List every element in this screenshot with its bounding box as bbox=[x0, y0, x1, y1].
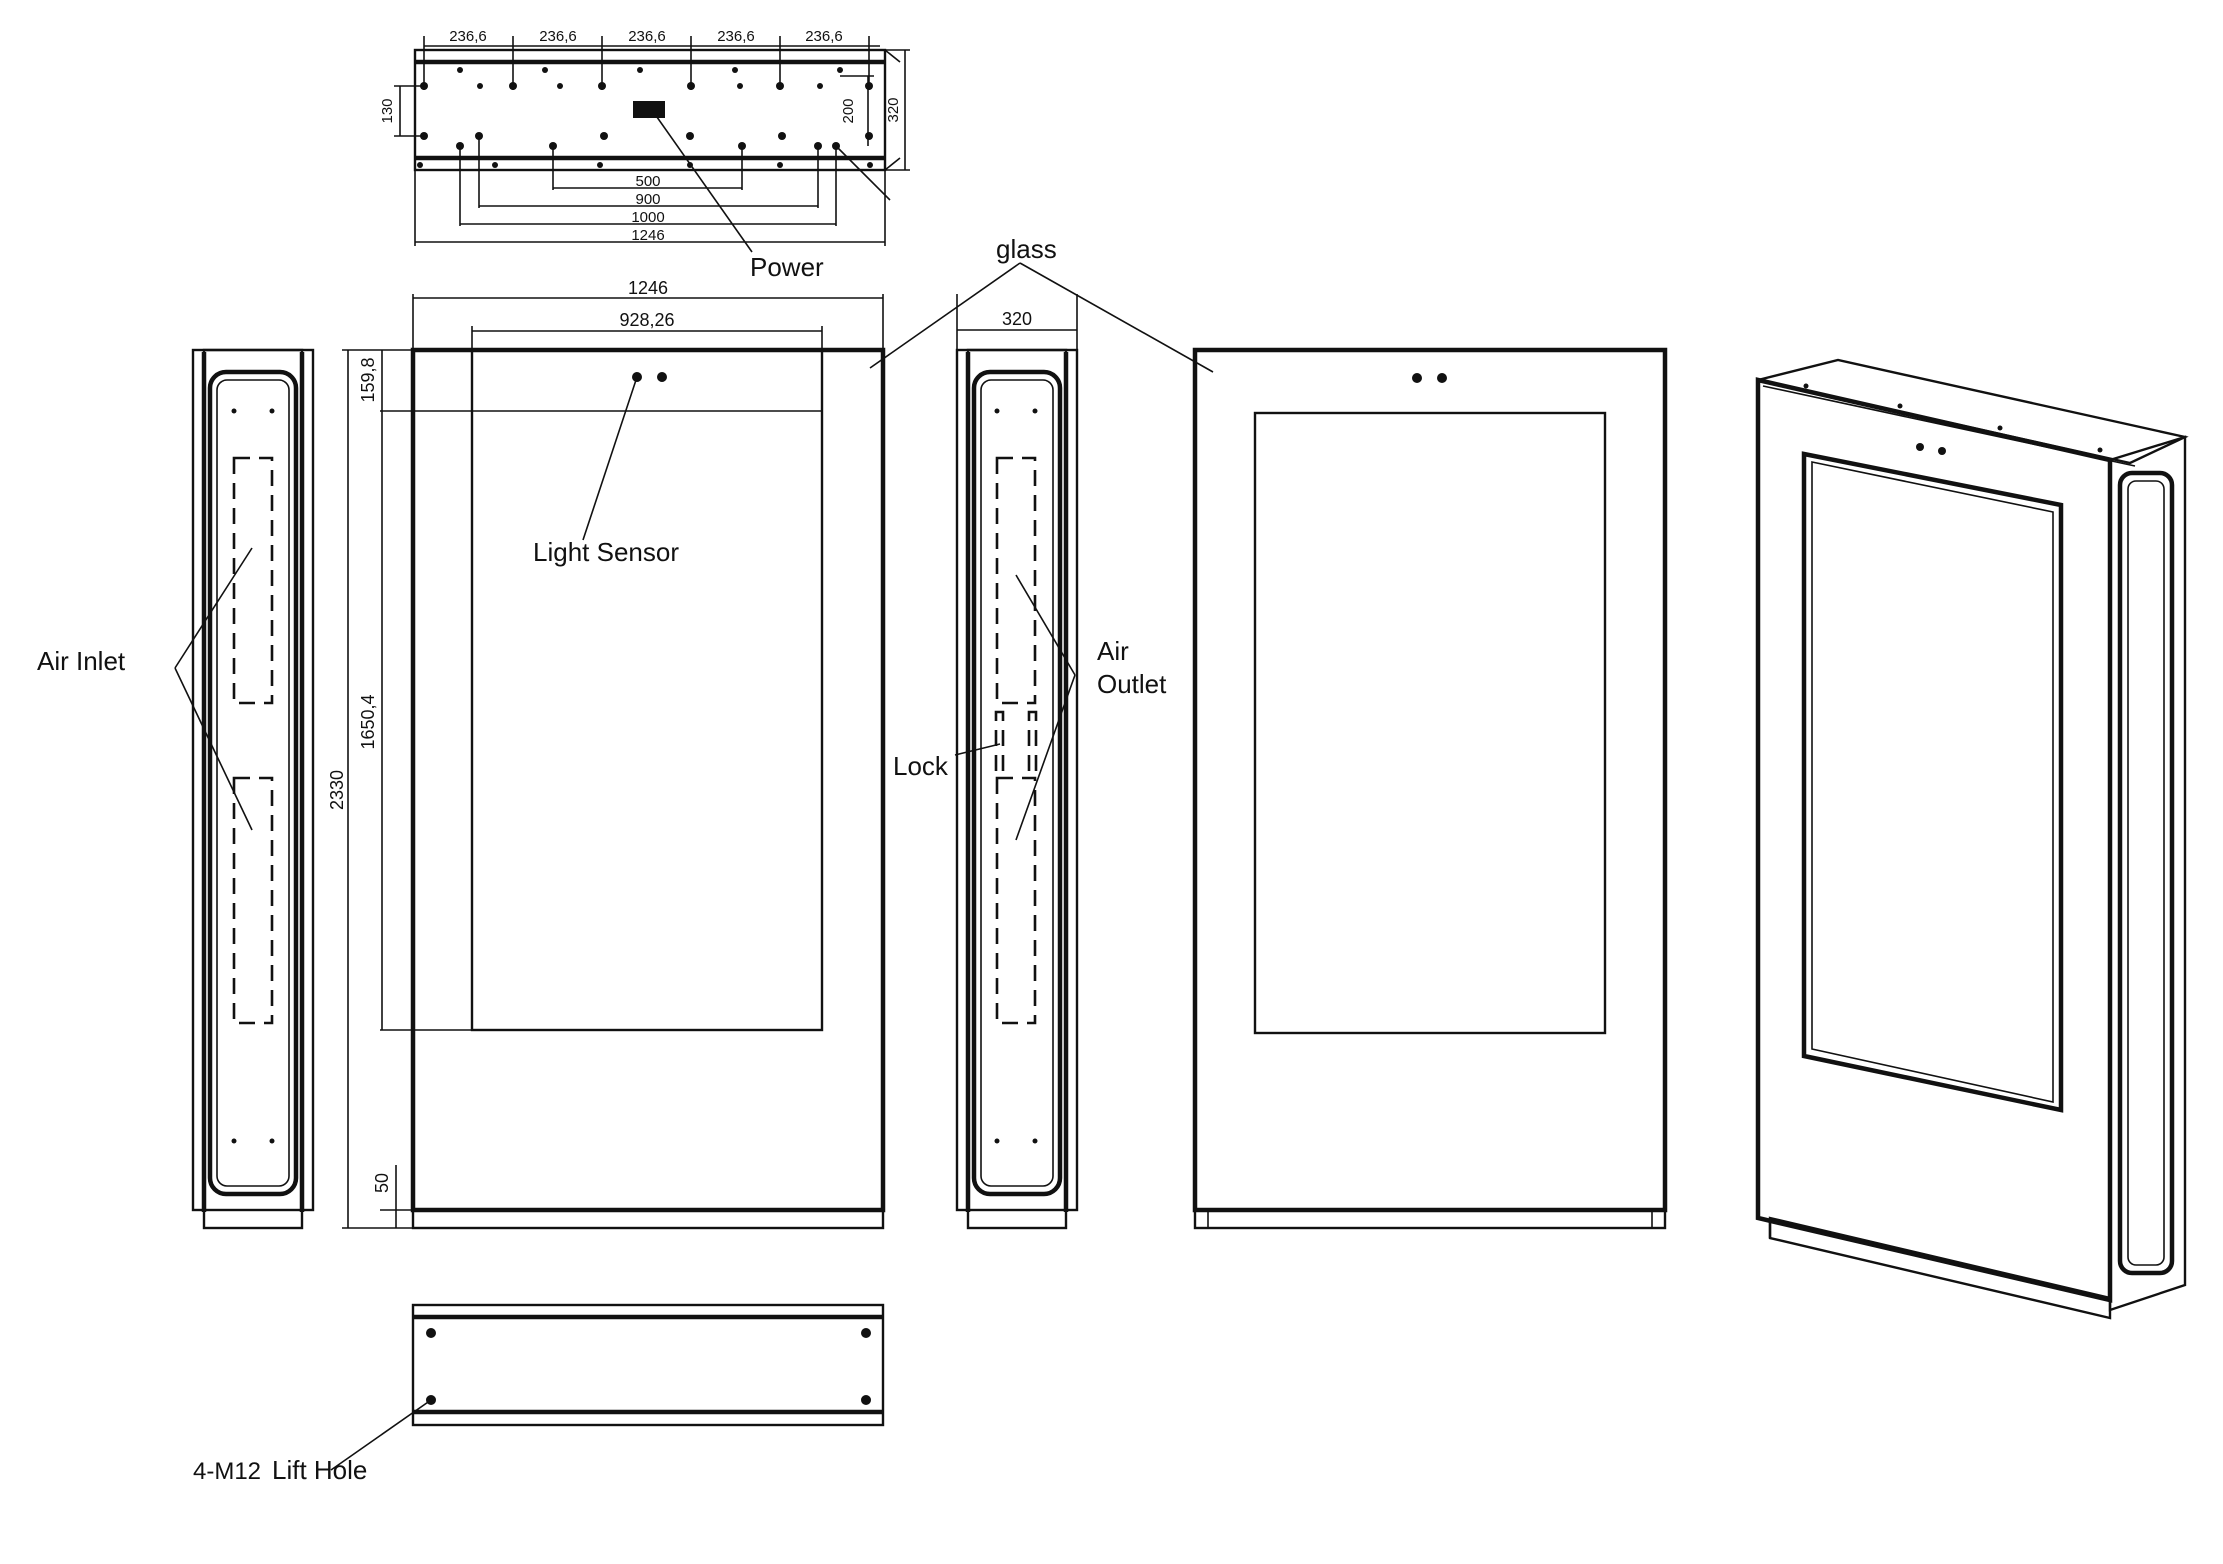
iso-screen bbox=[1801, 451, 2064, 1113]
top-spacing-2: 236,6 bbox=[539, 28, 577, 45]
air-inlet-label: Air Inlet bbox=[37, 646, 126, 676]
screen-area bbox=[470, 348, 824, 1032]
top-dim-900: 900 bbox=[635, 191, 660, 208]
lift-spec-label: 4-M12 bbox=[193, 1458, 261, 1485]
glass-label: glass bbox=[996, 234, 1057, 264]
power-connector bbox=[633, 101, 665, 118]
right-side-view: 320 Air Outlet Lock bbox=[893, 294, 1167, 1230]
screen-height-dim: 1650,4 bbox=[358, 694, 378, 749]
top-dim-500: 500 bbox=[635, 173, 660, 190]
top-dim-130: 130 bbox=[379, 98, 396, 123]
lift-hole-4 bbox=[861, 1395, 871, 1405]
top-margin-dim: 159,8 bbox=[358, 357, 378, 402]
power-label: Power bbox=[750, 252, 824, 282]
front-view: Light Sensor 1246 928,26 2330 159,8 1650… bbox=[327, 278, 886, 1230]
lift-hole-label: Lift Hole bbox=[272, 1455, 367, 1485]
back-view bbox=[1192, 347, 1668, 1230]
light-sensor-dot-2 bbox=[657, 372, 667, 382]
air-outlet-label-2: Outlet bbox=[1097, 669, 1167, 699]
front-width-dim: 1246 bbox=[628, 278, 668, 298]
top-dim-200: 200 bbox=[840, 98, 857, 123]
top-spacing-3: 236,6 bbox=[628, 28, 666, 45]
top-dim-320: 320 bbox=[885, 97, 902, 122]
lock-label: Lock bbox=[893, 751, 949, 781]
top-spacing-1: 236,6 bbox=[449, 28, 487, 45]
top-dim-1246: 1246 bbox=[631, 227, 664, 244]
base-height-dim: 50 bbox=[372, 1173, 392, 1193]
top-spacing-5: 236,6 bbox=[805, 28, 843, 45]
lift-hole-2 bbox=[861, 1328, 871, 1338]
back-screen-area bbox=[1253, 411, 1607, 1035]
top-spacing-4: 236,6 bbox=[717, 28, 755, 45]
light-sensor-label: Light Sensor bbox=[533, 537, 679, 567]
top-view: 236,6 236,6 236,6 236,6 236,6 130 20 bbox=[379, 28, 910, 282]
glass-leader-front bbox=[869, 262, 1021, 369]
bottom-view: 4-M12 Lift Hole bbox=[193, 1303, 885, 1485]
side-depth-dim: 320 bbox=[1002, 309, 1032, 329]
top-dim-1000: 1000 bbox=[631, 209, 664, 226]
isometric-view bbox=[1755, 358, 2189, 1320]
total-height-dim: 2330 bbox=[327, 770, 347, 810]
screen-width-dim: 928,26 bbox=[619, 310, 674, 330]
left-side-view: Air Inlet bbox=[37, 348, 315, 1230]
glass-leader-back bbox=[1019, 262, 1214, 373]
lift-hole-1 bbox=[426, 1328, 436, 1338]
air-outlet-label-1: Air bbox=[1097, 636, 1129, 666]
